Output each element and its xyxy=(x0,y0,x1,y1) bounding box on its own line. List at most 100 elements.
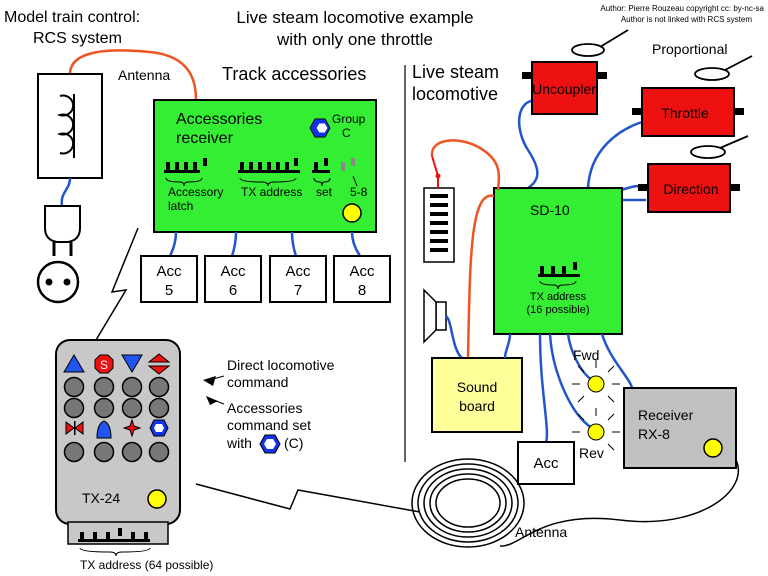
svg-text:6: 6 xyxy=(229,282,237,299)
button-row-2 xyxy=(63,397,170,419)
button-row-1 xyxy=(63,376,170,398)
tx24-label: TX-24 xyxy=(82,490,120,506)
loco-acc-box xyxy=(517,441,575,485)
switch-wire xyxy=(430,139,501,191)
dip-label-tx-address: TX address xyxy=(241,185,302,199)
tx-button[interactable] xyxy=(148,397,170,419)
tx-button[interactable] xyxy=(121,397,143,419)
left-antenna-label: Antenna xyxy=(118,67,170,83)
speaker-icon xyxy=(423,288,447,344)
loco-title-line2: locomotive xyxy=(412,84,498,104)
fwd-light-icon xyxy=(572,360,620,403)
dip-pointer-5-8 xyxy=(352,175,358,187)
acc-box-7: Acc 7 xyxy=(269,255,327,303)
acc-wires xyxy=(168,231,362,257)
direction-arm xyxy=(690,135,749,159)
rev-label: Rev xyxy=(579,445,604,461)
tx-button[interactable] xyxy=(121,441,143,463)
loco-title-line1: Live steam xyxy=(412,62,499,82)
dip-braces xyxy=(165,177,331,187)
heater-element-icon xyxy=(423,187,455,263)
speaker-wire xyxy=(445,314,463,359)
tx-button[interactable] xyxy=(63,397,85,419)
annotation-direct-line1: Direct locomotive xyxy=(227,357,335,373)
sound-board xyxy=(431,357,523,433)
light-star-icon xyxy=(122,418,142,438)
receiver-label-line2: receiver xyxy=(176,130,234,147)
tx-button[interactable] xyxy=(63,376,85,398)
rx8-label-line2: RX-8 xyxy=(638,426,670,442)
uncoupler-tab-right xyxy=(597,72,607,79)
throttle-tab-right xyxy=(734,108,744,115)
loco-acc-label: Acc xyxy=(533,455,559,472)
proportional-label: Proportional xyxy=(652,41,728,57)
transformer-box xyxy=(37,73,103,179)
sd10-sound-wire xyxy=(503,333,512,359)
annotation-acc-line2: command set xyxy=(227,417,311,433)
rx8-led xyxy=(703,438,723,458)
sd10-dip-switches xyxy=(538,262,580,277)
tx24-led xyxy=(147,489,167,509)
tx-button[interactable] xyxy=(148,441,170,463)
acc-box-5: Acc 5 xyxy=(140,255,198,303)
forward-up-icon xyxy=(63,354,85,373)
sound-board-line2: board xyxy=(459,398,495,414)
annotation-direct-line2: command xyxy=(227,374,288,390)
dip-switches-accessory xyxy=(164,158,355,173)
throttle-servo xyxy=(641,87,735,137)
uncoupler-servo xyxy=(531,61,598,115)
author-line1: Author: Pierre Rouzeau copyright cc: by-… xyxy=(600,4,764,13)
throttle-arm xyxy=(694,55,753,81)
throttle-tab-left xyxy=(632,108,642,115)
switch-icon xyxy=(431,155,441,188)
svg-text:Acc: Acc xyxy=(349,263,375,280)
fwd-label: Fwd xyxy=(573,347,599,363)
bell-icon xyxy=(96,420,112,439)
tx-button[interactable] xyxy=(93,441,115,463)
dip-label-accessory: Accessory xyxy=(168,185,223,199)
title-line2: with only one throttle xyxy=(276,30,433,49)
svg-text:Acc: Acc xyxy=(156,263,182,280)
receiver-label-line1: Accessories xyxy=(176,111,262,128)
tx24-address-brace xyxy=(79,547,151,557)
tx-button[interactable] xyxy=(93,397,115,419)
group-c-icon xyxy=(309,118,331,138)
button-row-3 xyxy=(63,441,170,463)
direction-servo xyxy=(647,163,731,213)
svg-text:8: 8 xyxy=(358,282,366,299)
svg-text:5: 5 xyxy=(165,282,173,299)
left-title-line2: RCS system xyxy=(33,30,122,47)
tx24-address-label: TX address (64 possible) xyxy=(80,558,213,572)
plug-icon xyxy=(44,205,81,256)
group-label-line2: C xyxy=(342,126,351,140)
svg-text:7: 7 xyxy=(294,282,302,299)
arrow-direct-shaft xyxy=(205,375,225,382)
reverse-down-icon xyxy=(121,354,143,373)
tx-button[interactable] xyxy=(148,376,170,398)
tx-button[interactable] xyxy=(93,376,115,398)
tx-button[interactable] xyxy=(121,376,143,398)
receiver-led xyxy=(342,203,362,223)
uncoupler-tab-left xyxy=(522,72,532,79)
transformer-icon xyxy=(56,94,75,158)
group-label-line1: Group xyxy=(332,112,366,126)
sound-power-wire xyxy=(466,194,495,359)
tx-button[interactable] xyxy=(63,441,85,463)
acc-box-8: Acc 8 xyxy=(333,255,391,303)
rev-light-icon xyxy=(572,408,620,451)
dip-label-5-8: 5-8 xyxy=(350,185,368,199)
socket-icon xyxy=(36,260,80,304)
transformer-antenna-wire xyxy=(68,49,198,101)
svg-text:Acc: Acc xyxy=(285,263,311,280)
throttle-updown-icon xyxy=(147,353,171,375)
arrow-direct xyxy=(203,376,216,386)
stop-s-icon xyxy=(94,354,114,374)
direction-label: Direction xyxy=(663,181,718,197)
annotation-acc-with: with xyxy=(226,435,252,451)
group-c-hex-icon xyxy=(149,419,169,437)
annotation-group-c-icon xyxy=(259,434,281,454)
loco-antenna-label: Antenna xyxy=(515,524,567,540)
svg-text:Acc: Acc xyxy=(220,263,246,280)
led-wires xyxy=(538,333,634,443)
rx8-label-line1: Receiver xyxy=(638,407,694,423)
